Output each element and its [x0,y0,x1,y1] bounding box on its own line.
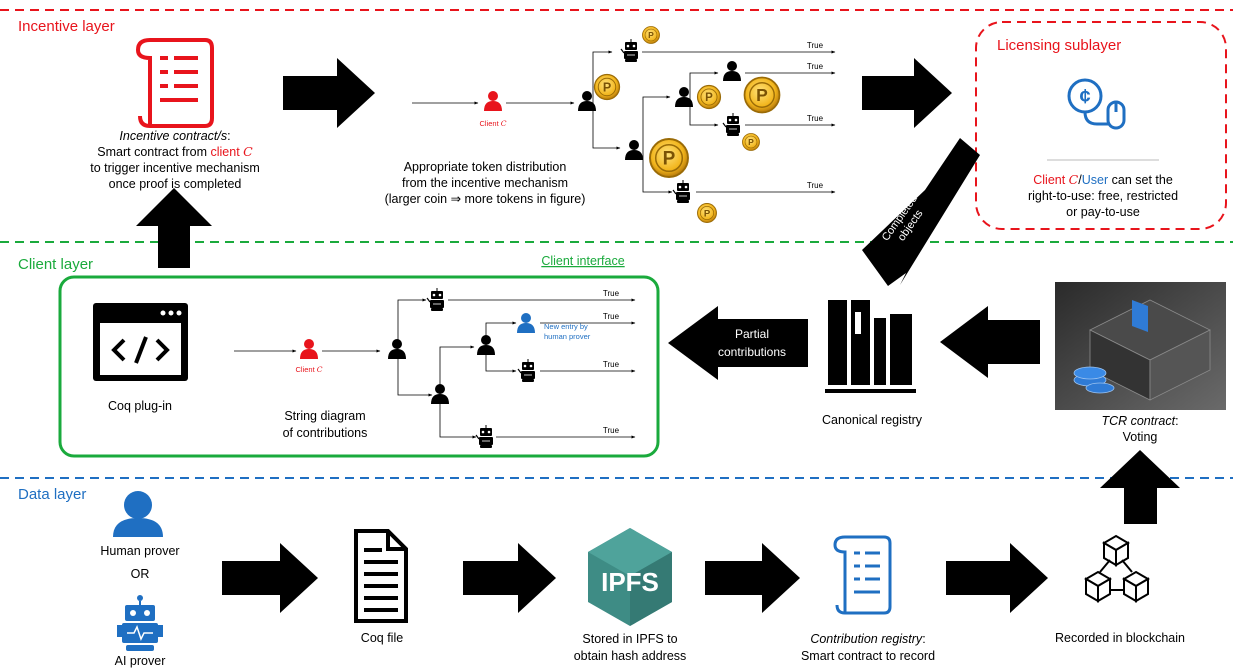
completed-objects-arrow [862,138,980,286]
coq-plugin-label: Coq plug-in [108,399,172,413]
tcr-contract-line1: TCR contract: [1101,414,1178,428]
contributions-tree [234,298,636,439]
new-entry-label-line2: human prover [544,332,591,341]
client-label: Client C [479,119,506,128]
canonical-registry-label: Canonical registry [822,413,923,427]
or-label: OR [131,567,150,581]
person-icon [723,61,741,81]
ai-prover-label: AI prover [115,654,166,668]
incentive-layer-title: Incentive layer [18,18,115,35]
true-label: True [603,289,620,298]
client-label: Client C [295,365,322,374]
ai-prover-icon [117,595,163,651]
robot-icon [722,112,741,137]
flow-arrow-right [946,543,1048,613]
ipfs-logo-icon: IPFS [588,528,672,626]
flow-arrow-right [463,543,556,613]
coin-icon [593,73,621,101]
human-prover-icon [113,491,163,537]
flow-arrow-left [940,306,1040,378]
flow-arrow-right [705,543,800,613]
partial-contributions-line1: Partial [735,327,769,341]
partial-contributions-arrow [668,306,808,380]
coq-file-label: Coq file [361,631,403,645]
human-prover-person-icon [517,313,535,333]
incentive-scroll-icon [135,38,214,128]
coin-icon [649,138,689,178]
new-entry-label-line1: New entry by [544,322,588,331]
flow-arrow-up [136,188,212,268]
client-interface-box [58,275,660,458]
flow-arrow-up [1100,450,1180,524]
licensing-line1: Client C/User can set the [1033,172,1173,187]
ipfs-caption-line2: obtain hash address [574,649,687,663]
tcr-voting-illustration [1055,282,1226,410]
contribution-registry-line1: Contribution registry: [810,632,925,646]
person-icon [477,335,495,355]
licensing-line3: or pay-to-use [1066,205,1140,219]
data-layer-title: Data layer [18,486,86,503]
robot-icon [517,358,536,383]
contribution-registry-line2: Smart contract to record [801,649,935,663]
coin-icon [743,76,781,114]
coin-icon [697,203,717,223]
string-diagram-line1: String diagram [284,409,365,423]
client-layer-title: Client layer [18,256,93,273]
code-window-icon [93,303,188,381]
blockchain-label: Recorded in blockchain [1055,631,1185,645]
document-icon [354,529,408,623]
flow-arrow-right [283,58,375,128]
human-prover-label: Human prover [100,544,179,558]
books-icon [825,300,916,393]
licensing-line2: right-to-use: free, restricted [1028,189,1178,203]
contribution-scroll-icon [833,535,892,615]
robot-icon [672,179,691,204]
robot-icon [426,287,445,312]
client-person-icon [484,91,502,111]
flow-arrow-right [222,543,318,613]
coin-icon [742,133,760,151]
coin-icon [642,26,660,44]
true-label: True [603,360,620,369]
licensing-sublayer-title: Licensing sublayer [997,37,1121,54]
robot-icon [475,424,494,449]
incentive-contract-line2: Smart contract from client C [97,144,253,159]
string-diagram-line2: of contributions [283,426,368,440]
robot-icon [620,38,639,63]
true-label: True [603,426,620,435]
person-icon [431,384,449,404]
coin-mouse-icon: ¢ [1067,78,1126,130]
true-label: True [603,312,620,321]
distribution-caption-line1: Appropriate token distribution [404,160,567,174]
incentive-contract-line1: Incentive contract/s: [119,129,230,143]
ipfs-caption-line1: Stored in IPFS to [582,632,677,646]
svg-text:¢: ¢ [1079,86,1090,108]
true-label: True [807,181,824,190]
client-interface-title[interactable]: Client interface [541,254,624,268]
person-icon [388,339,406,359]
licensing-sublayer-box [975,21,1227,230]
incentive-contract-line4: once proof is completed [109,177,242,191]
incentive-contract-line3: to trigger incentive mechanism [90,161,260,175]
distribution-caption-line3: (larger coin ⇒ more tokens in figure) [385,192,586,206]
true-label: True [807,114,824,123]
person-icon [625,140,643,160]
token-distribution-tree [412,50,836,194]
svg-text:IPFS: IPFS [601,567,659,597]
true-label: True [807,62,824,71]
client-person-icon [300,339,318,359]
partial-contributions-line2: contributions [718,345,786,359]
coin-icon [696,84,722,110]
true-label: True [807,41,824,50]
tcr-contract-line2: Voting [1123,430,1158,444]
distribution-caption-line2: from the incentive mechanism [402,176,568,190]
flow-arrow-right [862,58,952,128]
blockchain-cubes-icon [1084,534,1150,603]
